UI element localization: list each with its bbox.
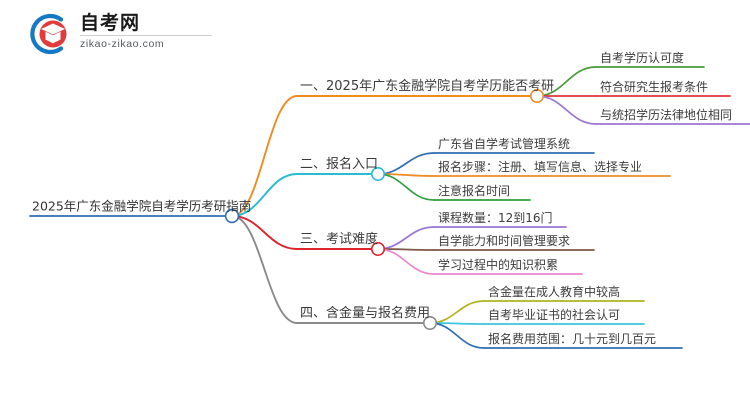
node-connector-dot[interactable]: [370, 167, 385, 182]
logo-name: 自考网: [80, 12, 141, 34]
branch-1-child-3-label[interactable]: 与统招学历法律地位相同: [600, 108, 733, 122]
node-connector-dot[interactable]: [529, 89, 544, 104]
connector-line: [231, 215, 298, 324]
logo-text: 自考网 zikao-zikao.com: [80, 12, 230, 50]
branch-4-child-3-label[interactable]: 报名费用范围：几十元到几百元: [488, 332, 657, 346]
branch-1-child-2-label[interactable]: 符合研究生报考条件: [600, 80, 709, 94]
logo-divider: [80, 35, 212, 36]
branch-3-child-2-label[interactable]: 自学能力和时间管理要求: [438, 234, 571, 248]
connector-line: [377, 226, 435, 250]
node-connector-dot[interactable]: [422, 315, 437, 330]
branch-4-label[interactable]: 四、含金量与报名费用: [300, 306, 431, 321]
logo-url: zikao-zikao.com: [80, 38, 165, 50]
connector-line: [231, 95, 298, 217]
connector-line: [429, 300, 485, 324]
connector-line: [231, 173, 298, 217]
connector-line: [429, 322, 485, 349]
node-connector-dot[interactable]: [370, 242, 385, 257]
connector-line: [377, 173, 435, 201]
connector-line: [377, 152, 435, 175]
branch-2-child-3-label[interactable]: 注意报名时间: [438, 184, 511, 198]
connector-line: [231, 215, 298, 250]
connector-line: [377, 248, 435, 275]
branch-1-child-1-label[interactable]: 自考学历认可度: [600, 51, 685, 65]
branch-2-label[interactable]: 二、报名入口: [300, 157, 379, 172]
connector-line: [536, 95, 597, 125]
branch-4-child-2-label[interactable]: 自考毕业证书的社会认可: [488, 308, 621, 322]
graduation-cap-icon: [30, 13, 67, 55]
site-logo: 自考网 zikao-zikao.com: [28, 10, 238, 58]
branch-4-child-1-label[interactable]: 含金量在成人教育中较高: [488, 285, 621, 299]
branch-3-label[interactable]: 三、考试难度: [300, 232, 379, 247]
branch-3-child-1-label[interactable]: 课程数量：12到16门: [438, 211, 553, 225]
branch-2-child-1-label[interactable]: 广东省自学考试管理系统: [438, 137, 571, 151]
branch-1-label[interactable]: 一、2025年广东金融学院自考学历能否考研: [300, 79, 555, 94]
branch-2-child-2-label[interactable]: 报名步骤：注册、填写信息、选择专业: [438, 160, 643, 174]
branch-3-child-3-label[interactable]: 学习过程中的知识积累: [438, 258, 559, 272]
root-node-label[interactable]: 2025年广东金融学院自考学历考研指南: [32, 198, 252, 214]
node-connector-dot[interactable]: [224, 208, 240, 224]
